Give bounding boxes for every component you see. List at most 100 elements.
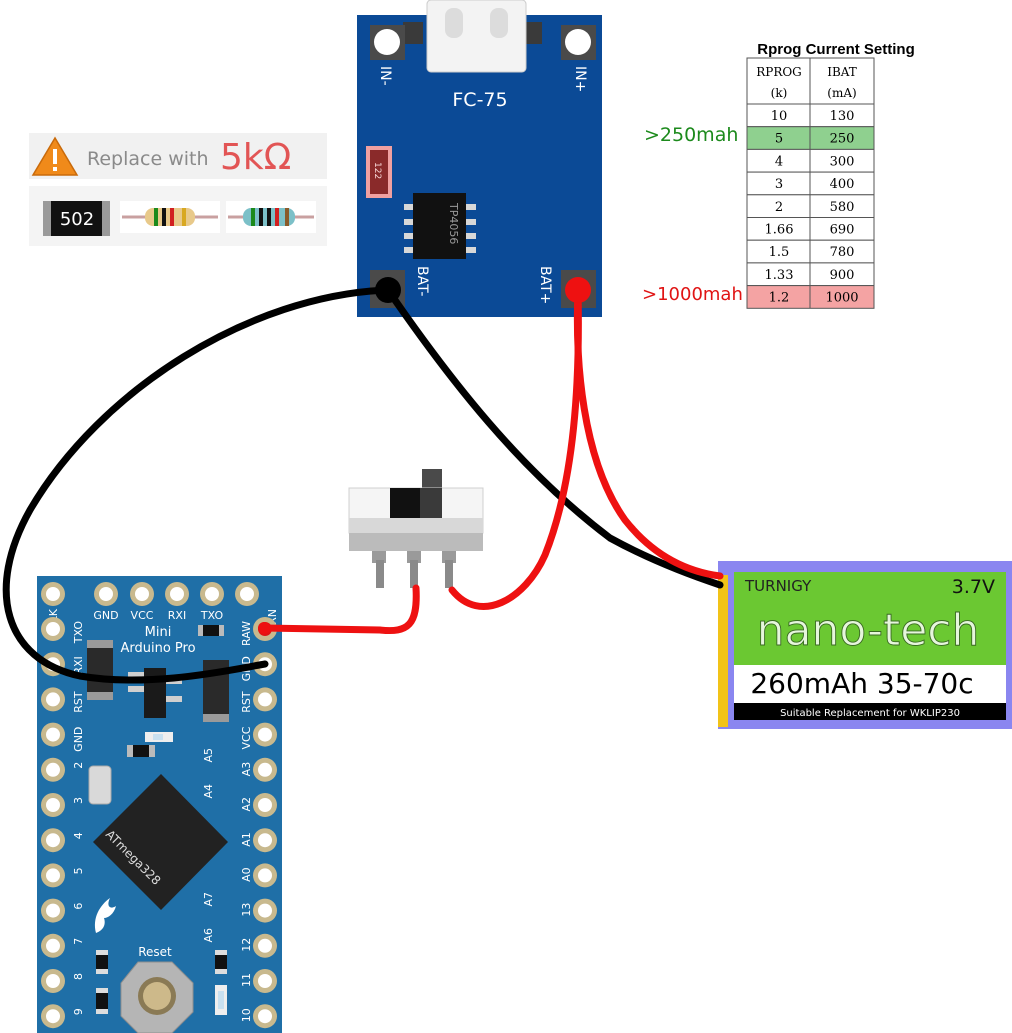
pin-label-left: 9 <box>72 1008 85 1015</box>
smd-code: 502 <box>60 209 94 230</box>
pin-label-left: RXI <box>72 656 85 674</box>
pin-label-left: GND <box>72 727 85 752</box>
pin-label-left: 5 <box>72 867 85 874</box>
rprog-code: 122 <box>372 162 382 179</box>
pin-pad-left <box>41 757 65 782</box>
pin-pad-right <box>253 828 277 853</box>
pin-pad-top <box>200 582 224 606</box>
wire-black-bat-minus-to-battery <box>384 286 724 589</box>
pin-label-top: TXO <box>200 609 224 622</box>
pin-label-top: GND <box>93 609 118 622</box>
rprog-table: Rprog Current Setting RPROG (k) IBAT (mA… <box>642 41 915 309</box>
slide-switch <box>348 469 484 588</box>
reset-label: Reset <box>138 945 172 959</box>
pin-label-right: A1 <box>240 832 253 847</box>
pin-label-left: 7 <box>72 938 85 945</box>
pin-pad-left <box>41 722 65 747</box>
solder-joint-raw <box>258 622 270 634</box>
table-col2-name: IBAT <box>827 65 857 79</box>
pin-pad-left <box>41 793 65 817</box>
table-cell-ibat: 1000 <box>825 291 858 306</box>
table-cell-rprog: 1.33 <box>765 268 794 283</box>
resistor-replacement-note: Replace with 5kΩ 502 <box>29 133 327 246</box>
pin-label-left: 6 <box>72 903 85 910</box>
wire-red-bat-plus-to-switch <box>448 286 582 610</box>
table-row: 1.5 780 <box>746 239 875 264</box>
arduino-pins: BLKGNDVCCRXITXOGRNTXORXIRSTGND23456789RA… <box>41 582 279 1029</box>
switch-pin-2 <box>410 560 418 588</box>
table-cell-rprog: 1.66 <box>765 223 794 238</box>
battery-label-green <box>734 572 1006 665</box>
label-1000mah: >1000mah <box>642 284 743 305</box>
pin-label-right: RST <box>240 691 253 713</box>
pin-pad-right <box>253 793 277 817</box>
table-col2-unit: (mA) <box>827 86 856 100</box>
battery-terminal-strip <box>718 575 728 727</box>
axial-resistor-4band <box>120 201 220 233</box>
pin-label-left: 4 <box>72 832 85 839</box>
table-cell-rprog: 1.5 <box>769 245 790 260</box>
pin-label-top: VCC <box>131 609 154 622</box>
pin-pad-left <box>41 898 65 923</box>
battery-spec: 260mAh 35-70c <box>750 667 973 700</box>
pin-label-right: 10 <box>240 1008 253 1022</box>
table-cell-rprog: 10 <box>771 109 788 124</box>
pin-pad-right <box>253 969 277 993</box>
pin-label-right: A3 <box>240 762 253 777</box>
charger-board: IN- IN+ FC-75 122 TP4056 BAT- BAT+ <box>357 0 602 317</box>
pin-pad-left <box>41 1004 65 1029</box>
table-cell-rprog: 4 <box>775 154 783 169</box>
charger-name: FC-75 <box>452 89 507 111</box>
pin-pad-right <box>253 687 277 712</box>
warning-icon <box>31 136 79 176</box>
pin-label-inner: A4 <box>202 784 215 799</box>
table-cell-ibat: 130 <box>830 109 855 124</box>
pin-pad-right <box>253 757 277 782</box>
pin-label-right: 11 <box>240 973 253 987</box>
table-col1-unit: (k) <box>771 86 788 100</box>
pin-in-minus-label: IN- <box>377 66 393 86</box>
table-col1-name: RPROG <box>756 65 802 79</box>
pin-pad-right <box>253 863 277 888</box>
pin-pad-right <box>253 933 277 958</box>
table-cell-ibat: 580 <box>830 200 855 215</box>
pin-label-left: 2 <box>72 762 85 769</box>
pin-pad-right <box>253 1004 277 1029</box>
wires <box>2 277 724 684</box>
pin-label-right: 12 <box>240 938 253 952</box>
pin-label-top: RXI <box>168 609 186 622</box>
table-cell-rprog: 3 <box>775 177 783 192</box>
note-prefix: Replace with <box>87 148 209 170</box>
table-cell-rprog: 2 <box>775 200 783 215</box>
pin-label-right: A0 <box>240 867 253 882</box>
solder-joint-bat-minus <box>375 277 401 303</box>
pin-pad-left <box>41 828 65 853</box>
pin-label-left: RST <box>72 691 85 713</box>
wire-red-switch-to-arduino-raw <box>260 584 420 635</box>
table-cell-ibat: 250 <box>830 132 855 147</box>
solder-joint-bat-plus <box>565 277 591 303</box>
table-row: 1.33 900 <box>746 262 875 287</box>
pin-pad-right <box>253 898 277 923</box>
table-cell-ibat: 900 <box>830 268 855 283</box>
pin-pad-top <box>41 582 65 606</box>
pin-pad-left <box>41 933 65 958</box>
pin-pad-top <box>130 582 154 606</box>
battery-footer: Suitable Replacement for WKLIP230 <box>780 708 960 719</box>
sparkfun-logo-icon <box>94 898 116 933</box>
table-cell-ibat: 780 <box>830 245 855 260</box>
rprog-resistor: 122 <box>366 146 392 198</box>
battery-model: nano-tech <box>757 605 980 656</box>
pin-label-left: 8 <box>72 973 85 980</box>
pin-pad-left <box>41 863 65 888</box>
pin-pad-left <box>41 617 65 641</box>
note-header-bg <box>29 133 327 179</box>
pin-label-right: RAW <box>240 621 253 646</box>
pin-bat-minus-label: BAT- <box>414 266 430 296</box>
label-250mah: >250mah <box>644 124 738 146</box>
note-value: 5kΩ <box>220 137 291 178</box>
reset-button[interactable] <box>120 961 194 1033</box>
